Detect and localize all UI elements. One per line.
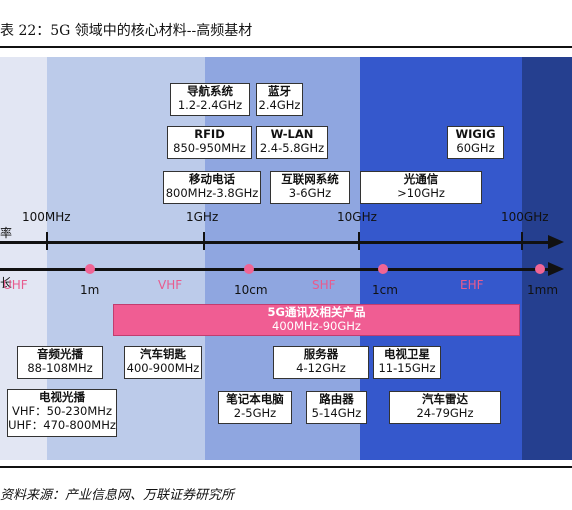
- freq-axis-line: [0, 241, 550, 244]
- band-label-vhf: VHF: [158, 278, 183, 292]
- table-title: 表 22：5G 领域中的核心材料--高频基材: [0, 23, 253, 39]
- box-car-key: 汽车钥匙 400-900MHz: [124, 346, 202, 379]
- box-rfid: RFID 850-950MHz: [167, 126, 252, 159]
- box-navigation: 导航系统 1.2-2.4GHz: [170, 83, 250, 116]
- panel-band-5: [522, 57, 572, 460]
- band-label-uhf: UHF: [3, 278, 28, 292]
- bottom-rule: [0, 466, 572, 468]
- freq-tick-label: 100MHz: [22, 210, 71, 224]
- wave-tick-label: 1m: [80, 283, 100, 297]
- wave-axis-label: 波长: [0, 276, 13, 290]
- box-internet-system: 互联网系统 3-6GHz: [270, 171, 350, 204]
- box-wigig: WIGIG 60GHz: [447, 126, 504, 159]
- freq-axis-arrow: [548, 235, 564, 249]
- box-mobile-phone: 移动电话 800MHz-3.8GHz: [163, 171, 261, 204]
- box-tv-satellite: 电视卫星 11-15GHz: [373, 346, 441, 379]
- wave-marker: [535, 264, 545, 274]
- fiveg-range-bar: 5G通讯及相关产品 400MHz-90GHz: [113, 304, 520, 336]
- band-label-ehf: EHF: [460, 278, 484, 292]
- band-label-shf: SHF: [312, 278, 336, 292]
- wave-tick-label: 10cm: [234, 283, 268, 297]
- box-optical-comm: 光通信 >10GHz: [360, 171, 482, 204]
- box-audio-broadcast: 音频光播 88-108MHz: [17, 346, 103, 379]
- box-laptop: 笔记本电脑 2-5GHz: [218, 391, 292, 424]
- wave-axis-line: [0, 268, 550, 271]
- freq-axis-label: 频率: [0, 226, 13, 240]
- wave-tick-label: 1mm: [527, 283, 559, 297]
- freq-tick-label: 10GHz: [337, 210, 377, 224]
- wave-axis-arrow: [548, 262, 564, 276]
- box-car-radar: 汽车雷达 24-79GHz: [389, 391, 501, 424]
- box-bluetooth: 蓝牙 2.4GHz: [256, 83, 303, 116]
- freq-tick-label: 1GHz: [186, 210, 219, 224]
- source-note: 资料来源：产业信息网、万联证券研究所: [0, 488, 235, 503]
- freq-tick-label: 100GHz: [501, 210, 549, 224]
- wave-marker: [378, 264, 388, 274]
- box-wlan: W-LAN 2.4-5.8GHz: [256, 126, 328, 159]
- wave-marker: [244, 264, 254, 274]
- top-rule: [0, 46, 572, 48]
- wave-marker: [85, 264, 95, 274]
- box-tv-broadcast: 电视光播 VHF：50-230MHz UHF：470-800MHz: [7, 389, 117, 437]
- wave-tick-label: 1cm: [372, 283, 398, 297]
- box-server: 服务器 4-12GHz: [273, 346, 369, 379]
- box-router: 路由器 5-14GHz: [306, 391, 367, 424]
